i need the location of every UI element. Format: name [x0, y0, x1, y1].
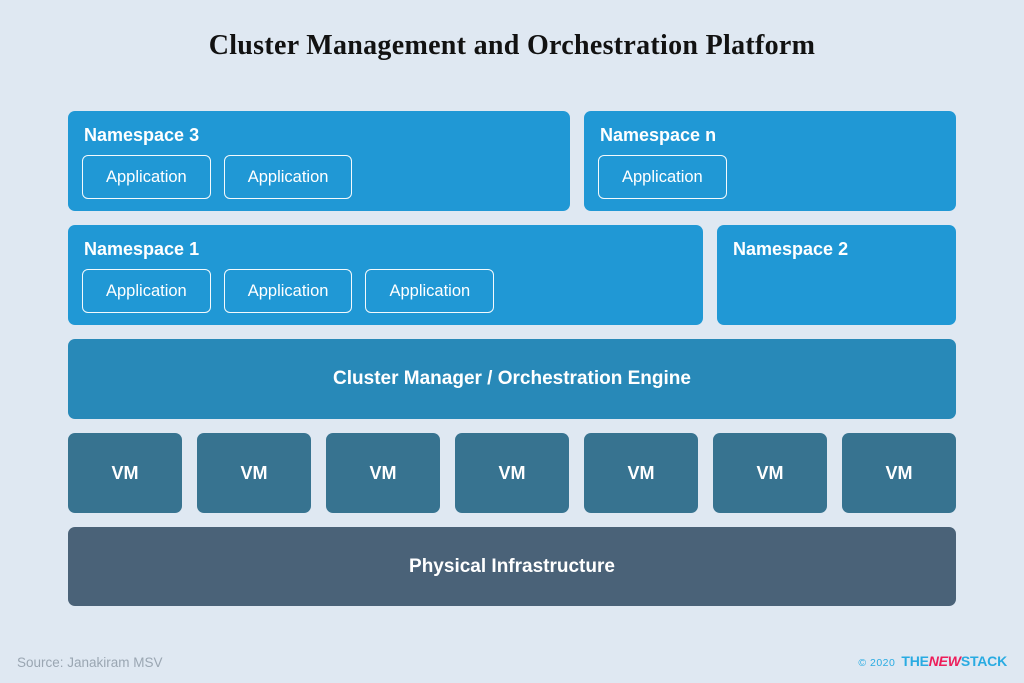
logo-stack: STACK — [960, 653, 1007, 669]
architecture-stack: Namespace 3 Application Application Name… — [68, 111, 956, 606]
namespace-box-3: Namespace 3 Application Application — [68, 111, 570, 211]
application-list: Application Application — [82, 155, 556, 199]
namespace-label: Namespace 3 — [84, 125, 200, 145]
vm-box: VM — [584, 433, 698, 513]
vm-box: VM — [326, 433, 440, 513]
vm-box: VM — [713, 433, 827, 513]
namespace-label: Namespace 2 — [733, 239, 849, 259]
application-box: Application — [82, 155, 211, 199]
page-title: Cluster Management and Orchestration Pla… — [208, 30, 816, 61]
application-list: Application Application Application — [82, 269, 689, 313]
vm-row: VM VM VM VM VM VM VM — [68, 433, 956, 513]
logo-new: NEW — [928, 653, 961, 669]
namespace-row-2: Namespace 1 Application Application Appl… — [68, 225, 956, 325]
vm-box: VM — [842, 433, 956, 513]
thenewstack-logo: © 2020 THE NEW STACK — [858, 653, 1007, 669]
application-box: Application — [598, 155, 727, 199]
application-list: Application — [598, 155, 942, 199]
namespace-row-1: Namespace 3 Application Application Name… — [68, 111, 956, 211]
application-box: Application — [223, 155, 353, 199]
copyright-text: © 2020 — [858, 657, 896, 669]
namespace-box-1: Namespace 1 Application Application Appl… — [68, 225, 703, 325]
application-box: Application — [365, 269, 495, 313]
vm-box: VM — [68, 433, 182, 513]
cluster-manager-bar: Cluster Manager / Orchestration Engine — [68, 339, 956, 419]
vm-box: VM — [197, 433, 311, 513]
namespace-label: Namespace 1 — [84, 239, 200, 259]
vm-box: VM — [455, 433, 569, 513]
application-box: Application — [223, 269, 353, 313]
physical-infrastructure-bar: Physical Infrastructure — [68, 527, 956, 606]
source-credit: Source: Janakiram MSV — [17, 655, 163, 670]
logo-the: THE — [901, 653, 929, 669]
namespace-box-2: Namespace 2 — [717, 225, 956, 325]
application-box: Application — [82, 269, 211, 313]
namespace-label: Namespace n — [600, 125, 717, 145]
namespace-box-n: Namespace n Application — [584, 111, 956, 211]
